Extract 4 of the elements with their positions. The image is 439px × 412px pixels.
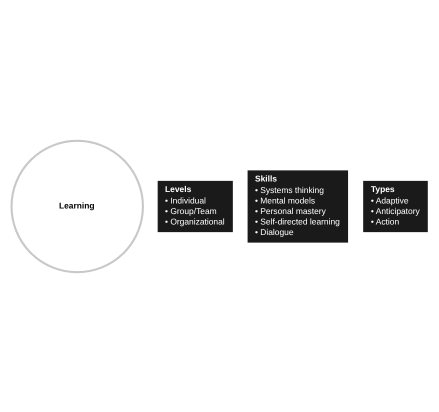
- node-box: Levels • Individual • Group/Team • Organizational: [158, 180, 233, 232]
- node-box: Types • Adaptive • Anticipatory • Action: [363, 180, 428, 232]
- node-circle: Learning: [10, 139, 144, 273]
- node-box: Skills • Systems thinking • Mental models • Personal mastery • Self-directed learning • Dialogue: [248, 170, 348, 242]
